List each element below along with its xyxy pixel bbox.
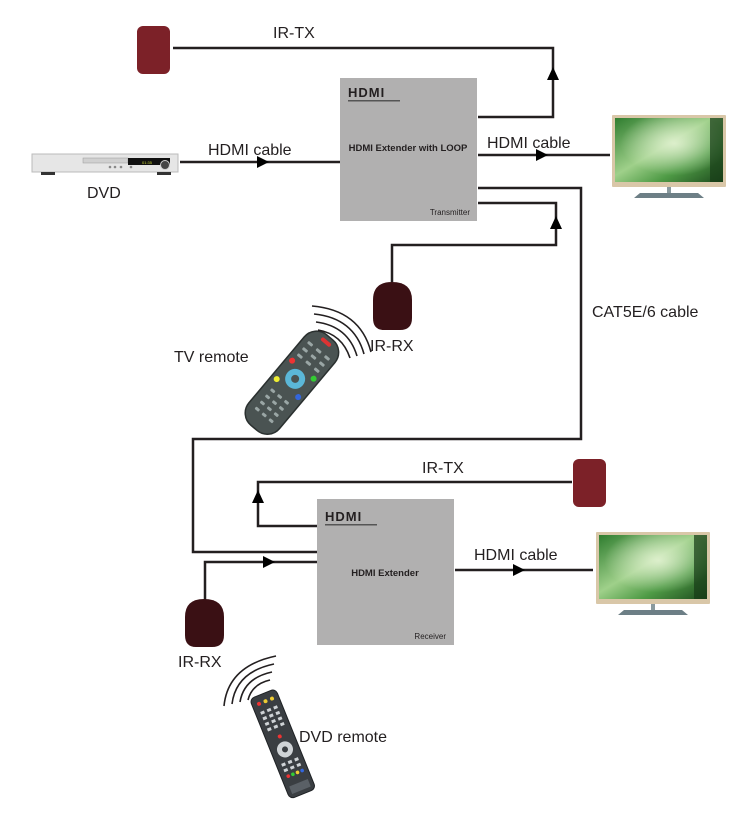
dvd-remote-label: DVD remote	[299, 729, 387, 746]
ir-receiver-icon	[373, 282, 412, 330]
hdmi-out-arrow	[513, 564, 525, 576]
transmitter-logo-tagline	[348, 100, 400, 102]
ir-tx-top-label: IR-TX	[273, 25, 315, 42]
ir-tx-top-arrow	[547, 67, 559, 80]
ir-rx-top-wire	[390, 201, 558, 282]
remote-control-icon	[250, 689, 315, 799]
cat-cable-wire	[191, 186, 583, 554]
ir-tx-top-wire	[173, 46, 555, 119]
ir-rx-bottom-label: IR-RX	[178, 654, 222, 671]
cat-cable-label: CAT5E/6 cable	[592, 304, 699, 321]
transmitter-box: HDMI HDMI Extender with LOOP Transmitter	[340, 78, 477, 221]
ir-tx-bottom-label: IR-TX	[422, 460, 464, 477]
remote-control-icon	[244, 330, 340, 435]
hdmi-cable-loop-label: HDMI cable	[487, 135, 571, 152]
svg-text:01:35: 01:35	[142, 160, 153, 165]
hdmi-cable-in-label: HDMI cable	[208, 142, 292, 159]
tv-remote-label: TV remote	[174, 349, 249, 366]
ir-emitter-icon	[137, 26, 170, 74]
wires	[173, 46, 610, 600]
receiver-title: HDMI Extender	[351, 568, 419, 579]
hdmi-cable-out-label: HDMI cable	[474, 547, 558, 564]
hdmi-in-arrow	[257, 156, 269, 168]
ir-receiver-icon	[185, 599, 224, 647]
tv-icon	[612, 115, 726, 198]
ir-rx-top-label: IR-RX	[370, 338, 414, 355]
transmitter-hdmi-logo: HDMI	[348, 85, 385, 100]
ir-tx-bottom-wire	[256, 480, 572, 528]
receiver-box: HDMI HDMI Extender Receiver	[317, 499, 454, 645]
ir-rx-bottom-arrow	[263, 556, 275, 568]
ir-rx-top-arrow	[550, 216, 562, 229]
receiver-hdmi-logo: HDMI	[325, 509, 362, 524]
dvd-player-icon: 01:35	[31, 153, 179, 175]
ir-tx-bottom-arrow	[252, 490, 264, 503]
transmitter-role: Transmitter	[430, 208, 470, 217]
transmitter-title: HDMI Extender with LOOP	[349, 143, 468, 154]
ir-signal-waves-icon	[223, 655, 277, 707]
ir-signal-waves-icon	[311, 305, 372, 359]
tv-icon	[596, 532, 710, 615]
receiver-logo-tagline	[325, 524, 377, 526]
dvd-label: DVD	[87, 185, 121, 202]
receiver-role: Receiver	[414, 632, 446, 641]
ir-rx-bottom-wire	[203, 560, 317, 600]
ir-emitter-icon	[573, 459, 606, 507]
hdmi-loop-arrow	[536, 149, 548, 161]
